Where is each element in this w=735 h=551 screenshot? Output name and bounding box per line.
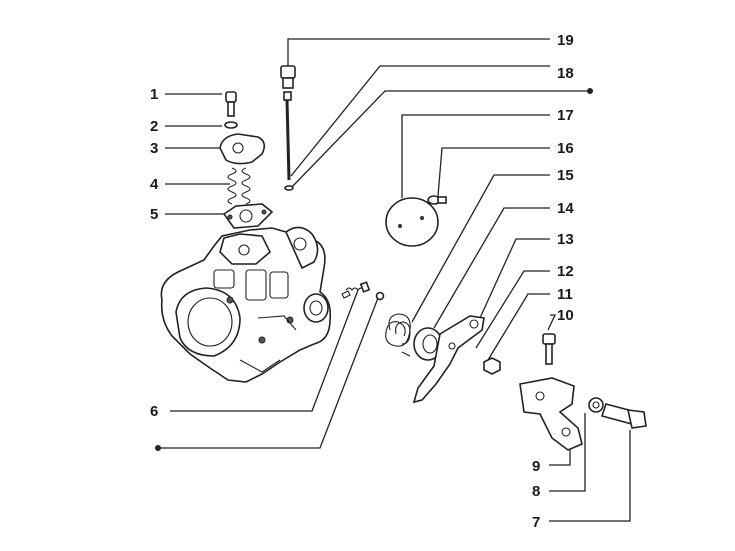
leader-14	[433, 207, 550, 329]
part-8-washer	[588, 397, 604, 413]
part-14-ring	[413, 327, 443, 361]
callout-16: 16	[557, 140, 574, 157]
part-12-nut	[483, 357, 501, 375]
part-1-screw	[225, 91, 237, 117]
callout-18: 18	[557, 65, 574, 82]
part-o-ring	[375, 291, 385, 301]
callout-5: 5	[150, 206, 158, 223]
carburetor-body	[160, 226, 332, 383]
leader-8	[549, 413, 586, 492]
leader-blank-dot	[155, 445, 161, 451]
callout-17: 17	[557, 107, 574, 124]
callout-14: 14	[557, 200, 574, 217]
leader-17	[401, 114, 550, 198]
leader-18	[290, 65, 550, 177]
part-7-bolt	[600, 403, 647, 429]
callout-12: 12	[557, 263, 574, 280]
callout-10: 10	[557, 307, 574, 324]
part-15-coil-spring	[385, 313, 411, 357]
leader-9	[549, 445, 571, 466]
callout-3: 3	[150, 140, 158, 157]
callout-8: 8	[532, 483, 540, 500]
part-4-spring	[227, 167, 251, 205]
leader-blank	[158, 297, 379, 449]
part-10-bolt	[542, 333, 556, 365]
leader-10	[547, 314, 557, 331]
leader-18b	[288, 90, 590, 191]
callout-1: 1	[150, 86, 158, 103]
leader-18b-dot	[587, 88, 593, 94]
part-17-disc	[385, 197, 439, 247]
callout-6: 6	[150, 403, 158, 420]
leader-16	[437, 147, 550, 197]
callout-4: 4	[150, 176, 159, 193]
leader-7	[549, 430, 631, 522]
callout-19: 19	[557, 32, 574, 49]
leader-12	[475, 270, 550, 349]
callout-15: 15	[557, 167, 574, 184]
part-2-washer	[224, 121, 238, 129]
callout-7: 7	[532, 514, 540, 531]
leader-6	[170, 289, 359, 412]
callout-11: 11	[557, 286, 573, 303]
leader-19	[287, 38, 550, 66]
part-18-needle	[283, 91, 294, 191]
callout-2: 2	[150, 118, 158, 135]
part-13-lever	[412, 315, 485, 404]
leader-11	[487, 293, 550, 361]
part-19-nut	[280, 65, 296, 89]
part-3-cover	[219, 133, 266, 165]
part-5-diaphragm	[222, 203, 274, 229]
leader-lines	[155, 38, 631, 522]
callout-9: 9	[532, 458, 540, 475]
part-16-screw	[427, 195, 447, 205]
part-6-screw	[341, 281, 371, 299]
leader-15	[411, 174, 550, 323]
callout-13: 13	[557, 231, 574, 248]
leader-13	[479, 238, 550, 319]
part-9-bracket	[519, 377, 583, 451]
